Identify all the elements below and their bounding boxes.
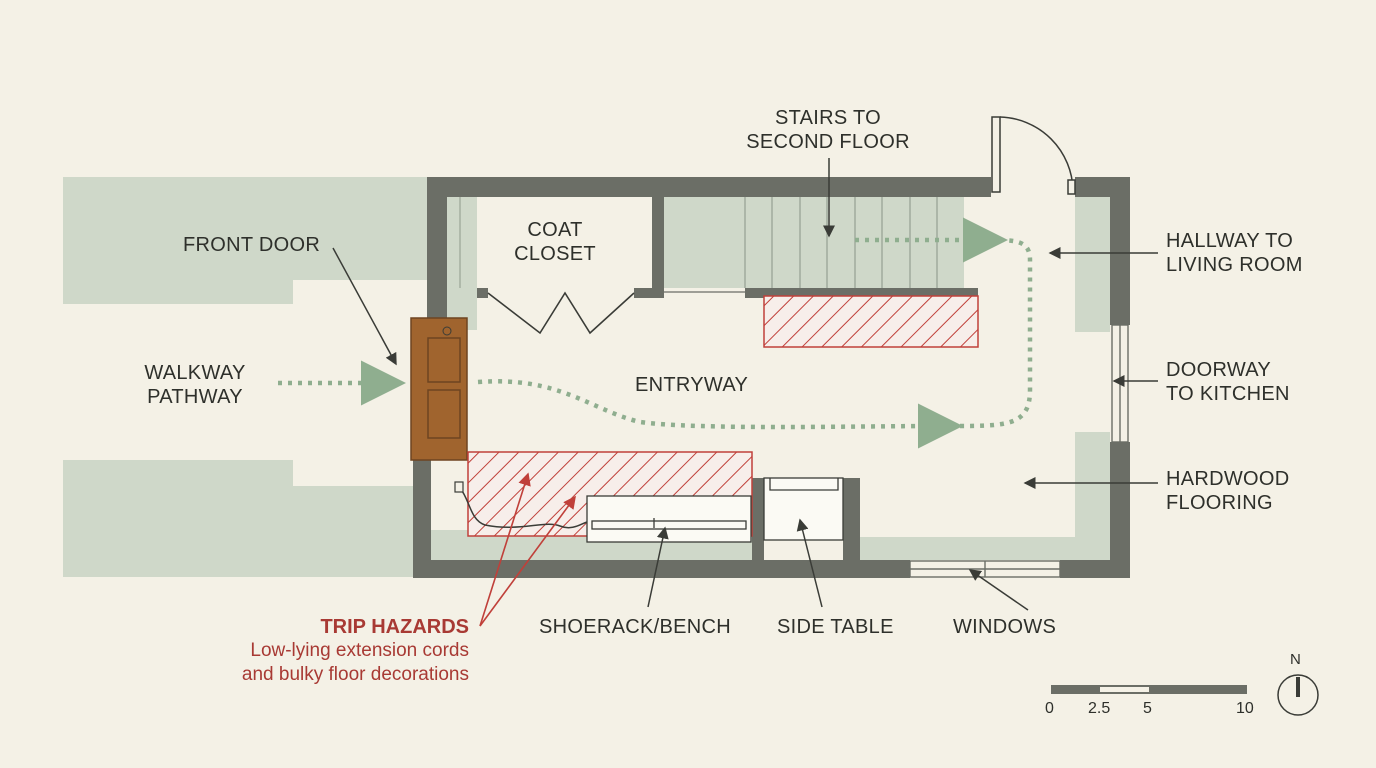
closet-bifold-door: [487, 291, 635, 335]
floor-tint: [431, 197, 1110, 560]
hazard-leader-lines: [479, 472, 576, 627]
scale-tick-2-5: 2.5: [1088, 700, 1111, 717]
front-door-drawing: [410, 317, 468, 461]
side-table-label: SIDE TABLE: [777, 616, 894, 638]
shoerack-bench-drawing: [586, 495, 752, 543]
shoerack-label: SHOERACK/BENCH: [539, 616, 732, 638]
traffic-path: [278, 217, 1033, 449]
scale-tick-0: 0: [1045, 700, 1054, 717]
scale-tick-5: 5: [1143, 700, 1152, 717]
kitchen-doorway: [1111, 324, 1129, 443]
hazard-zone-stairs: [763, 295, 979, 348]
walls: [413, 177, 1130, 578]
stair-treads: [664, 197, 938, 293]
scale-tick-10: 10: [1236, 700, 1254, 717]
entryway-label: ENTRYWAY: [635, 374, 749, 396]
front-door-label: FRONT DOOR: [183, 234, 321, 256]
side-table-drawing: [763, 477, 844, 541]
north-compass: [1277, 674, 1319, 716]
leader-lines: [332, 158, 1158, 611]
windows-label: WINDOWS: [953, 616, 1057, 638]
hallway-door: [991, 116, 1076, 195]
compass-north-label: N: [1290, 651, 1301, 668]
walkway-area: [63, 177, 428, 577]
extension-cord: [459, 487, 591, 529]
windows-drawing: [909, 560, 1061, 578]
scale-bar: [1051, 685, 1247, 694]
hazard-title: TRIP HAZARDS: [320, 616, 469, 638]
